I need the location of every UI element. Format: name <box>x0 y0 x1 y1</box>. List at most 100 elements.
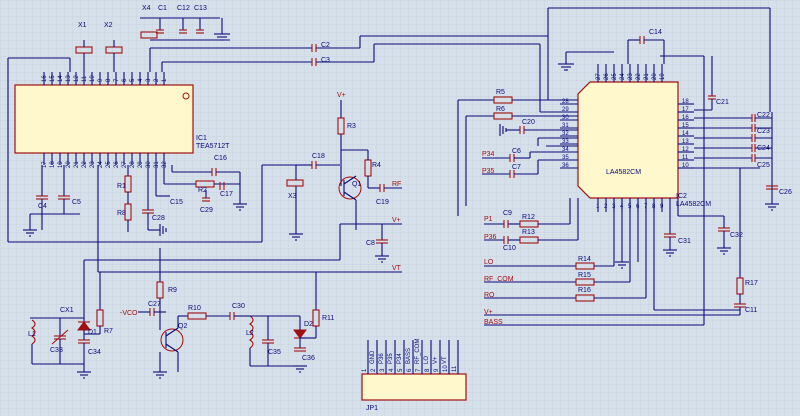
vplus-net-top: V+ <box>337 92 346 99</box>
c9-label: C9 <box>503 210 512 217</box>
ic2-pin-number: 25 <box>612 73 618 80</box>
ic1-pin-number: 3 <box>146 78 152 82</box>
ic1-pin-number: 5 <box>130 78 136 82</box>
ic2-pin-number: 18 <box>682 99 689 105</box>
q1-symbol <box>338 176 362 200</box>
crystal-x1[interactable]: X1 <box>75 22 93 72</box>
c21-label: C21 <box>716 99 729 106</box>
r12-label: R12 <box>522 214 535 221</box>
ic2-pin-number: 10 <box>682 163 689 169</box>
ic2-bottom-left-inputs: P1 C9 R12 P36 C10 R13 <box>484 198 579 252</box>
ic2-pin-number: 23 <box>628 73 634 80</box>
ic2-pin-number: 35 <box>562 155 569 161</box>
r13-label: R13 <box>522 229 535 236</box>
c6-label: C6 <box>512 148 521 155</box>
ic2-pin-number: 20 <box>652 73 658 80</box>
ic1-pin-number: 30 <box>146 161 152 168</box>
ic1-pin-number: 15 <box>50 75 56 82</box>
jp1-pin-name: RF_COM <box>415 339 421 364</box>
ic1-pin-number: 25 <box>106 161 112 168</box>
vt-net: VT <box>392 265 402 272</box>
c10-label: C10 <box>503 245 516 252</box>
crystal-x4[interactable]: X4 <box>140 5 158 39</box>
p34-net: P34 <box>482 151 495 158</box>
ic2-pin-number: 14 <box>682 131 689 137</box>
connector-jp1[interactable]: JP1 <box>361 373 467 412</box>
c3-label: C3 <box>321 57 330 64</box>
jp1-pin-number: 7 <box>416 368 422 372</box>
c17-label: C17 <box>220 191 233 198</box>
vco-net: -VCO <box>120 310 138 317</box>
caps-top: C1 C12 C13 <box>140 5 230 41</box>
x3-label: X3 <box>288 193 297 200</box>
ic1-body <box>14 84 194 154</box>
r14-label: R14 <box>578 256 591 263</box>
ic2[interactable]: LA4582CM IC2 LA4582CM <box>577 81 711 208</box>
jp1-pin-number: 1 <box>362 368 368 372</box>
c14-label: C14 <box>649 29 662 36</box>
p1-net: P1 <box>484 216 493 223</box>
jp1-pin-number: 5 <box>398 368 404 372</box>
r10-label: R10 <box>188 305 201 312</box>
c34-label: C34 <box>88 349 101 356</box>
ic1-pin-number: 14 <box>58 75 64 82</box>
c13-label: C13 <box>194 5 207 12</box>
ic2-pin-number: 1 <box>596 204 600 210</box>
ic1-pin-number: 29 <box>138 161 144 168</box>
crystal-x3[interactable]: X3 <box>286 179 304 200</box>
vplus-net-right: V+ <box>484 309 493 316</box>
jp1-pin-number: 2 <box>371 368 377 372</box>
vt-line: VT <box>97 165 402 273</box>
l1-coil <box>31 319 36 345</box>
ic2-left-network: R5 R6 C20 P34 C6 P35 C7 <box>457 89 578 216</box>
c27-label: C27 <box>148 301 161 308</box>
ic1-pin-number: 6 <box>122 78 128 82</box>
x1-label: X1 <box>78 22 87 29</box>
q1-label: Q1 <box>352 181 361 188</box>
ic2-pin-number: 2 <box>604 204 608 210</box>
jp1-pin-number: 4 <box>389 368 395 372</box>
d2-label: D2 <box>304 321 313 328</box>
jp1-pin-number: 10 <box>443 365 449 372</box>
ic1-pin-number: 2 <box>154 78 160 82</box>
ic2-pin-number: 13 <box>682 139 689 145</box>
ic2-bottom-caps: C31 C32 <box>615 198 743 269</box>
crystal-x2[interactable]: X2 <box>104 22 123 72</box>
bass-net: BASS <box>484 319 503 326</box>
ic2-pin-number: 28 <box>562 99 569 105</box>
cx1-label: CX1 <box>60 307 74 314</box>
c28-label: C28 <box>152 215 165 222</box>
c8-label: C8 <box>366 240 375 247</box>
c26-label: C26 <box>779 189 792 196</box>
c24-label: C24 <box>757 145 770 152</box>
ic1-pin-number: 13 <box>66 75 72 82</box>
ic1-pin-number: 9 <box>98 78 104 82</box>
ic1-pin-number: 23 <box>90 161 96 168</box>
rf-com-net: RF_COM <box>484 276 514 283</box>
r4-label: R4 <box>372 162 381 169</box>
c35-label: C35 <box>268 349 281 356</box>
r11-label: R11 <box>322 315 334 322</box>
caps-c2-c3: C2 C3 <box>149 35 548 72</box>
r15-label: R15 <box>578 272 591 279</box>
jp1-pin-name: P35 <box>388 353 394 364</box>
ic1-pin-number: 20 <box>66 161 72 168</box>
r5-label: R5 <box>496 89 505 96</box>
c16-label: C16 <box>214 155 227 162</box>
ic1-pin-number: 21 <box>74 161 80 168</box>
ic1-pin-number: 27 <box>122 161 128 168</box>
r1-label: R1 <box>117 183 126 190</box>
ic1-pin-number: 1 <box>162 78 168 82</box>
ic1[interactable]: IC1 TEA5712T <box>14 84 230 154</box>
jp1-pin-name: VT <box>442 356 448 364</box>
ic2-pin-number: 22 <box>636 73 642 80</box>
ic2-pin-number: 24 <box>620 73 626 80</box>
r6-label: R6 <box>496 106 505 113</box>
ic1-pin-number: 24 <box>98 161 104 168</box>
c18-label: C18 <box>312 153 325 160</box>
ic2-pin-number: 32 <box>562 131 569 137</box>
q2-label: Q2 <box>178 323 187 330</box>
c29-label: C29 <box>200 207 213 214</box>
